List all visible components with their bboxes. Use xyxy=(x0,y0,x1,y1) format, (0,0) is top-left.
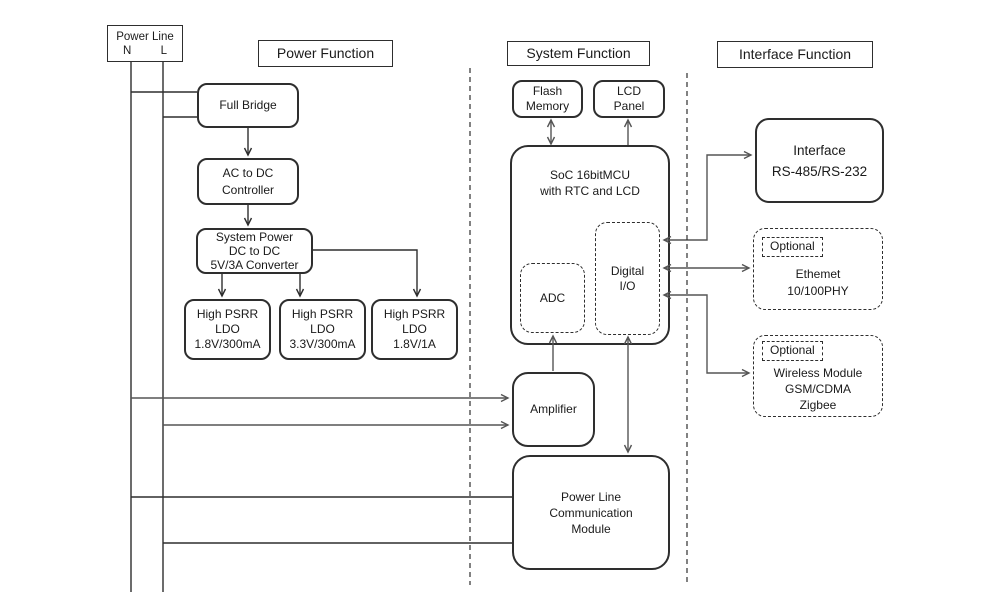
interface-function-title-label: Interface Function xyxy=(738,46,852,62)
wireless-line3: Zigbee xyxy=(799,397,837,412)
interface-function-title: Interface Function xyxy=(717,41,873,68)
ac-dc-line1: AC to DC xyxy=(222,165,274,180)
amplifier-label: Amplifier xyxy=(530,402,577,416)
wireless-content: Optional Wireless Module GSM/CDMA Zigbee xyxy=(754,336,882,416)
ldo1-line3: 1.8V/300mA xyxy=(194,337,261,351)
ldo1-line2: LDO xyxy=(215,322,240,336)
neutral-terminal-label: N xyxy=(123,44,132,57)
ethernet-line1: Ethemet xyxy=(795,267,841,281)
plc-line3: Module xyxy=(571,521,611,536)
ethernet-content: Optional Ethemet 10/100PHY xyxy=(754,229,882,309)
ldo3-line1: High PSRR xyxy=(383,307,446,321)
power-function-title-label: Power Function xyxy=(276,45,375,61)
digital-io-line1: Digital xyxy=(610,263,645,278)
flash-memory-block: Flash Memory xyxy=(512,80,583,118)
amplifier-block: Amplifier xyxy=(512,372,595,447)
power-function-title: Power Function xyxy=(258,40,393,67)
system-function-title: System Function xyxy=(507,41,650,66)
ldo1-line1: High PSRR xyxy=(196,307,259,321)
adc-block: ADC xyxy=(520,263,585,333)
soc-label: SoC 16bitMCU with RTC and LCD xyxy=(512,167,668,199)
system-power-converter-block: System Power DC to DC 5V/3A Converter xyxy=(196,228,313,274)
live-terminal-label: L xyxy=(160,44,167,57)
power-line-source-box: Power Line N L xyxy=(107,25,183,62)
digital-io-line2: I/O xyxy=(619,278,636,293)
lcd-line1: LCD xyxy=(616,84,641,98)
ldo-1v8-300ma-block: High PSRR LDO 1.8V/300mA xyxy=(184,299,271,360)
wireless-optional-chip: Optional xyxy=(762,341,823,361)
flash-line2: Memory xyxy=(525,99,570,113)
soc-line2: with RTC and LCD xyxy=(540,184,640,198)
plc-line1: Power Line xyxy=(560,489,622,504)
ldo3-line2: LDO xyxy=(402,322,427,336)
wireless-line2: GSM/CDMA xyxy=(785,381,851,396)
ldo2-line1: High PSRR xyxy=(291,307,354,321)
soc-line1: SoC 16bitMCU xyxy=(549,168,631,182)
ldo2-line3: 3.3V/300mA xyxy=(289,337,356,351)
lcd-panel-block: LCD Panel xyxy=(593,80,665,118)
ldo-1v8-1a-block: High PSRR LDO 1.8V/1A xyxy=(371,299,458,360)
plc-module-block: Power Line Communication Module xyxy=(512,455,670,570)
flash-line1: Flash xyxy=(532,84,563,98)
plc-line2: Communication xyxy=(549,505,633,520)
ldo2-line2: LDO xyxy=(310,322,335,336)
power-line-terminals: N L xyxy=(108,44,182,58)
system-power-line1: System Power xyxy=(215,230,294,244)
system-power-line3: 5V/3A Converter xyxy=(210,258,299,272)
digital-io-block: Digital I/O xyxy=(595,222,660,335)
ac-dc-controller-block: AC to DC Controller xyxy=(197,158,299,205)
wireless-line1: Wireless Module xyxy=(773,365,863,380)
ldo3-line3: 1.8V/1A xyxy=(393,337,436,351)
digitalio-interface-biarrow xyxy=(662,150,753,245)
ldo-3v3-300ma-block: High PSRR LDO 3.3V/300mA xyxy=(279,299,366,360)
interface-wires xyxy=(662,150,753,378)
system-power-line2: DC to DC xyxy=(228,244,281,258)
ethernet-line2: 10/100PHY xyxy=(787,284,849,298)
lcd-line2: Panel xyxy=(613,99,645,113)
interface-rs-line2: RS-485/RS-232 xyxy=(771,163,868,179)
full-bridge-label: Full Bridge xyxy=(219,98,277,112)
ac-dc-line2: Controller xyxy=(221,182,275,197)
ethernet-lines: Ethemet 10/100PHY xyxy=(754,257,882,309)
syspower-to-ldo3-arrow xyxy=(313,249,422,298)
power-line-label: Power Line xyxy=(116,30,174,43)
wireless-lines: Wireless Module GSM/CDMA Zigbee xyxy=(754,361,882,416)
wireless-module-block: Optional Wireless Module GSM/CDMA Zigbee xyxy=(753,335,883,417)
full-bridge-block: Full Bridge xyxy=(197,83,299,128)
system-function-title-label: System Function xyxy=(526,45,631,61)
interface-rs-line1: Interface xyxy=(793,142,846,158)
digitalio-wireless-biarrow xyxy=(662,290,751,378)
ethernet-optional-chip: Optional xyxy=(762,237,823,257)
interface-rs-block: Interface RS-485/RS-232 xyxy=(755,118,884,203)
adc-label: ADC xyxy=(539,290,566,305)
ethernet-block: Optional Ethemet 10/100PHY xyxy=(753,228,883,310)
